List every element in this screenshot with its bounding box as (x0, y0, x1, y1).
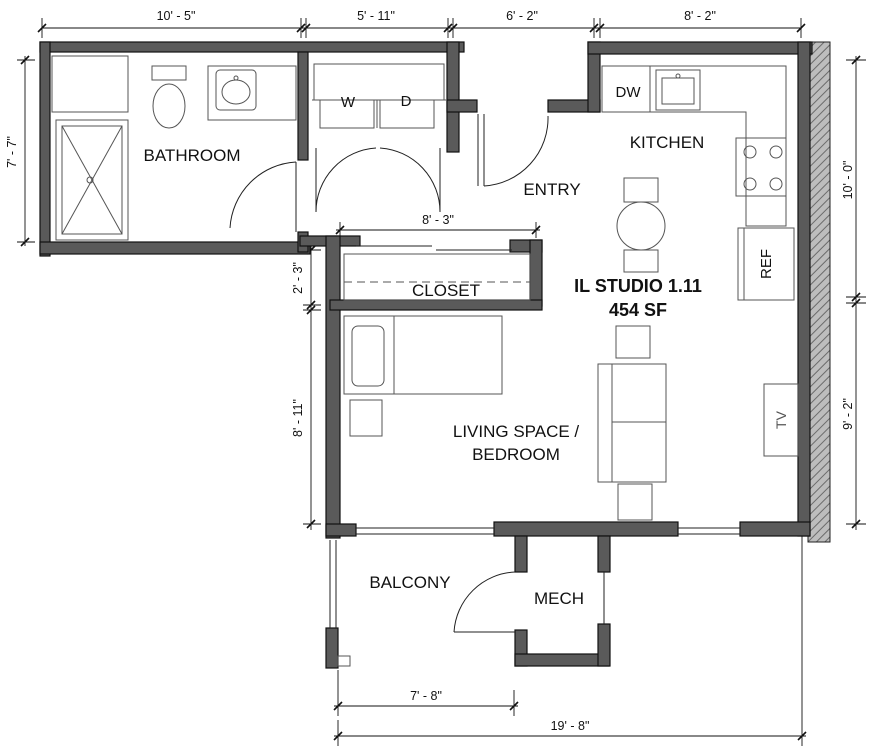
kitchen-fixtures (601, 65, 795, 301)
unit-area: 454 SF (609, 300, 667, 320)
dishwasher-label: DW (616, 84, 642, 101)
walls (39, 41, 813, 669)
room-label-kitchen: KITCHEN (630, 133, 705, 152)
dimension-labels: 10' - 5" 5' - 11" 6' - 2" 8' - 2" 7' - 7… (5, 9, 855, 733)
dim-closet-depth: 2' - 3" (291, 262, 305, 294)
dimension-lines (17, 18, 866, 746)
dim-top-bathroom: 10' - 5" (157, 9, 196, 23)
bathroom-fixtures (51, 55, 297, 241)
dim-right-kitchen: 10' - 0" (841, 161, 855, 200)
dim-bottom-total: 19' - 8" (551, 719, 590, 733)
room-label-living-line1: LIVING SPACE / (453, 422, 580, 441)
dryer-label: D (401, 93, 412, 110)
entry-door (477, 114, 549, 187)
living-furniture (343, 315, 799, 521)
dim-top-laundry: 5' - 11" (357, 9, 395, 23)
dim-top-entry: 6' - 2" (506, 9, 538, 23)
unit-title: IL STUDIO 1.11 (574, 276, 702, 296)
dim-left-bathroom: 7' - 7" (5, 136, 19, 168)
room-label-closet: CLOSET (412, 281, 480, 300)
exterior-wall-hatched (807, 41, 831, 543)
room-labels: BATHROOM KITCHEN ENTRY CLOSET LIVING SPA… (144, 133, 705, 608)
laundry-fixtures (312, 63, 446, 213)
dim-top-kitchen: 8' - 2" (684, 9, 716, 23)
room-label-balcony: BALCONY (369, 573, 450, 592)
closet-fixtures (343, 245, 531, 301)
room-label-living-line2: BEDROOM (472, 445, 560, 464)
dim-closet-width: 8' - 3" (422, 213, 454, 227)
room-label-bathroom: BATHROOM (144, 146, 241, 165)
room-label-mech: MECH (534, 589, 584, 608)
refrigerator-label: REF (758, 249, 775, 279)
tv-label: TV (773, 410, 789, 429)
room-label-entry: ENTRY (523, 180, 580, 199)
unit-title-block: IL STUDIO 1.11 454 SF (574, 276, 702, 320)
balcony-fixtures (329, 527, 740, 667)
dim-bottom-balcony: 7' - 8" (410, 689, 442, 703)
dim-right-living: 9' - 2" (841, 398, 855, 430)
dim-left-living: 8' - 11" (291, 399, 305, 437)
fixture-labels: W D DW REF TV (341, 84, 789, 429)
washer-label: W (341, 94, 356, 111)
